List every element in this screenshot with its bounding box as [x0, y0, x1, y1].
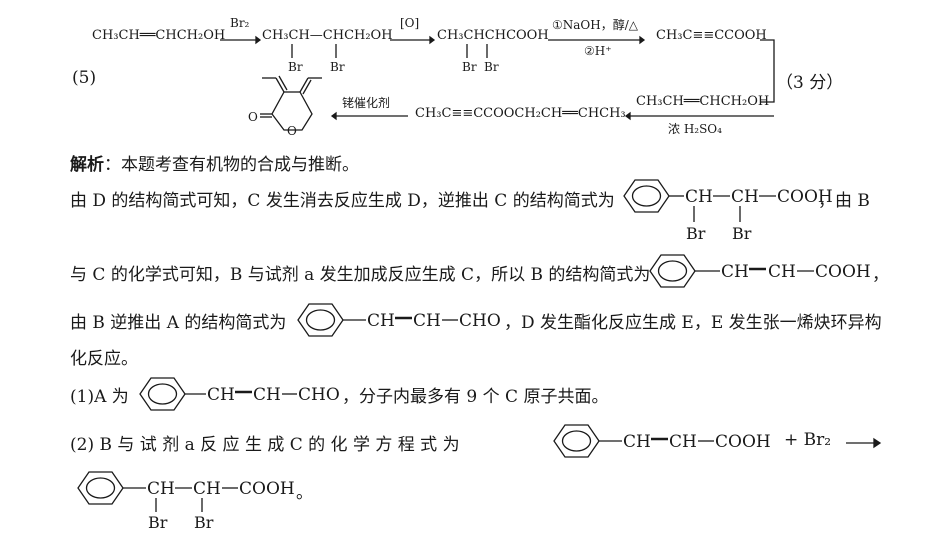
- ester-product: CH₃C≡≡CCOOCH₂CH══CHCH₃: [415, 106, 626, 121]
- br-label: Br: [194, 513, 214, 532]
- br-label: Br: [330, 60, 345, 74]
- br-bonds-2: [466, 44, 488, 58]
- ch-label: CH: [721, 262, 749, 282]
- ch-label: CH: [193, 479, 221, 499]
- reagent-oxidation: [O]: [400, 16, 420, 30]
- butynoic-acid: CH₃C≡≡CCOOH: [656, 28, 767, 43]
- paragraph-line: 由 B 逆推出 A 的结构简式为: [70, 313, 287, 333]
- ch-label: CH: [147, 479, 175, 499]
- arrow-1: [220, 35, 262, 45]
- structure-a-cinnamaldehyde: CH CH CHO: [297, 303, 501, 337]
- cooh-label: COOH: [715, 432, 771, 452]
- structure-c-product: CH CH COOH Br Br: [77, 471, 295, 532]
- ch-label: CH: [623, 432, 651, 452]
- br-label: Br: [288, 60, 303, 74]
- answer-2-label: (2) B 与 试 剂 a 反 应 生 成 C 的 化 学 方 程 式 为: [70, 435, 460, 455]
- ch-label: CH: [669, 432, 697, 452]
- equation-arrow: [846, 437, 882, 449]
- structure-b-cinnamic-acid: CH CH COOH: [649, 254, 871, 288]
- reagent-rhodium: 铑催化剂: [342, 96, 391, 110]
- arrow-2: [390, 35, 436, 45]
- answer-1-text: ，分子内最多有 9 个 C 原子共面。: [342, 387, 609, 407]
- analysis-intro: 解析：本题考查有机物的合成与推断。: [70, 150, 359, 175]
- br-label: Br: [484, 60, 499, 74]
- bromine-reagent: + Br₂: [784, 430, 832, 450]
- dibromo-alcohol: CH₃CH—CHCH₂OH: [262, 28, 393, 43]
- dibromo-acid: CH₃CHCHCOOH: [437, 28, 549, 43]
- cooh-label: COOH: [815, 262, 871, 282]
- cooh-label: COOH: [777, 187, 833, 207]
- arrow-3: [548, 35, 646, 45]
- ch-label: CH: [253, 385, 281, 405]
- ring-o-label: O: [248, 110, 258, 124]
- connector-bracket: [760, 39, 775, 103]
- paragraph-line: ，由 B: [818, 191, 870, 211]
- paragraph-line: ，: [872, 265, 889, 285]
- paragraph-line: ，D 发生酯化反应生成 E，E 发生张一烯炔环异构: [504, 313, 882, 333]
- structure-c-dibromo-acid: CH CH COOH Br Br: [623, 179, 833, 243]
- paragraph-line: 与 C 的化学式可知，B 与试剂 a 发生加成反应生成 C，所以 B 的结构简式…: [70, 265, 651, 285]
- structure-a-answer: CH CH CHO: [139, 377, 340, 411]
- equation-end: 。: [296, 483, 313, 503]
- analysis-label: 解析: [70, 155, 104, 175]
- reagent-acid: ②H⁺: [584, 44, 612, 58]
- reagent-h2so4: 浓 H₂SO₄: [668, 122, 722, 136]
- reagent-br2: Br₂: [230, 16, 250, 30]
- ch-label: CH: [367, 311, 395, 331]
- ch-label: CH: [413, 311, 441, 331]
- crotyl-alcohol: CH₃CH══CHCH₂OH: [636, 94, 770, 109]
- cooh-label: COOH: [239, 479, 295, 499]
- ch-label: CH: [685, 187, 713, 207]
- br-label: Br: [148, 513, 168, 532]
- cho-label: CHO: [298, 385, 340, 405]
- answer-1-label: (1)A 为: [70, 387, 129, 407]
- arrow-5: [330, 111, 408, 121]
- score-label: （3 分）: [776, 73, 844, 93]
- paragraph-line: 化反应。: [70, 349, 138, 369]
- cho-label: CHO: [459, 311, 501, 331]
- lactone-structure: O O: [248, 75, 322, 138]
- arrow-4: [624, 111, 774, 121]
- br-label: Br: [462, 60, 477, 74]
- paragraph-line: 由 D 的结构简式可知，C 发生消去反应生成 D，逆推出 C 的结构简式为: [70, 191, 615, 211]
- reagent-naoh: ①NaOH，醇/△: [552, 18, 638, 32]
- br-label: Br: [732, 224, 752, 243]
- question-label: (5): [72, 68, 97, 88]
- ch-label: CH: [768, 262, 796, 282]
- ch-label: CH: [207, 385, 235, 405]
- analysis-intro-text: ：本题考查有机物的合成与推断。: [104, 155, 359, 175]
- ring-o-label: O: [287, 124, 297, 138]
- structure-b-reactant: CH CH COOH: [553, 424, 771, 458]
- br-label: Br: [686, 224, 706, 243]
- br-bonds-1: [291, 44, 337, 58]
- ch-label: CH: [731, 187, 759, 207]
- start-alcohol: CH₃CH══CHCH₂OH: [92, 28, 226, 43]
